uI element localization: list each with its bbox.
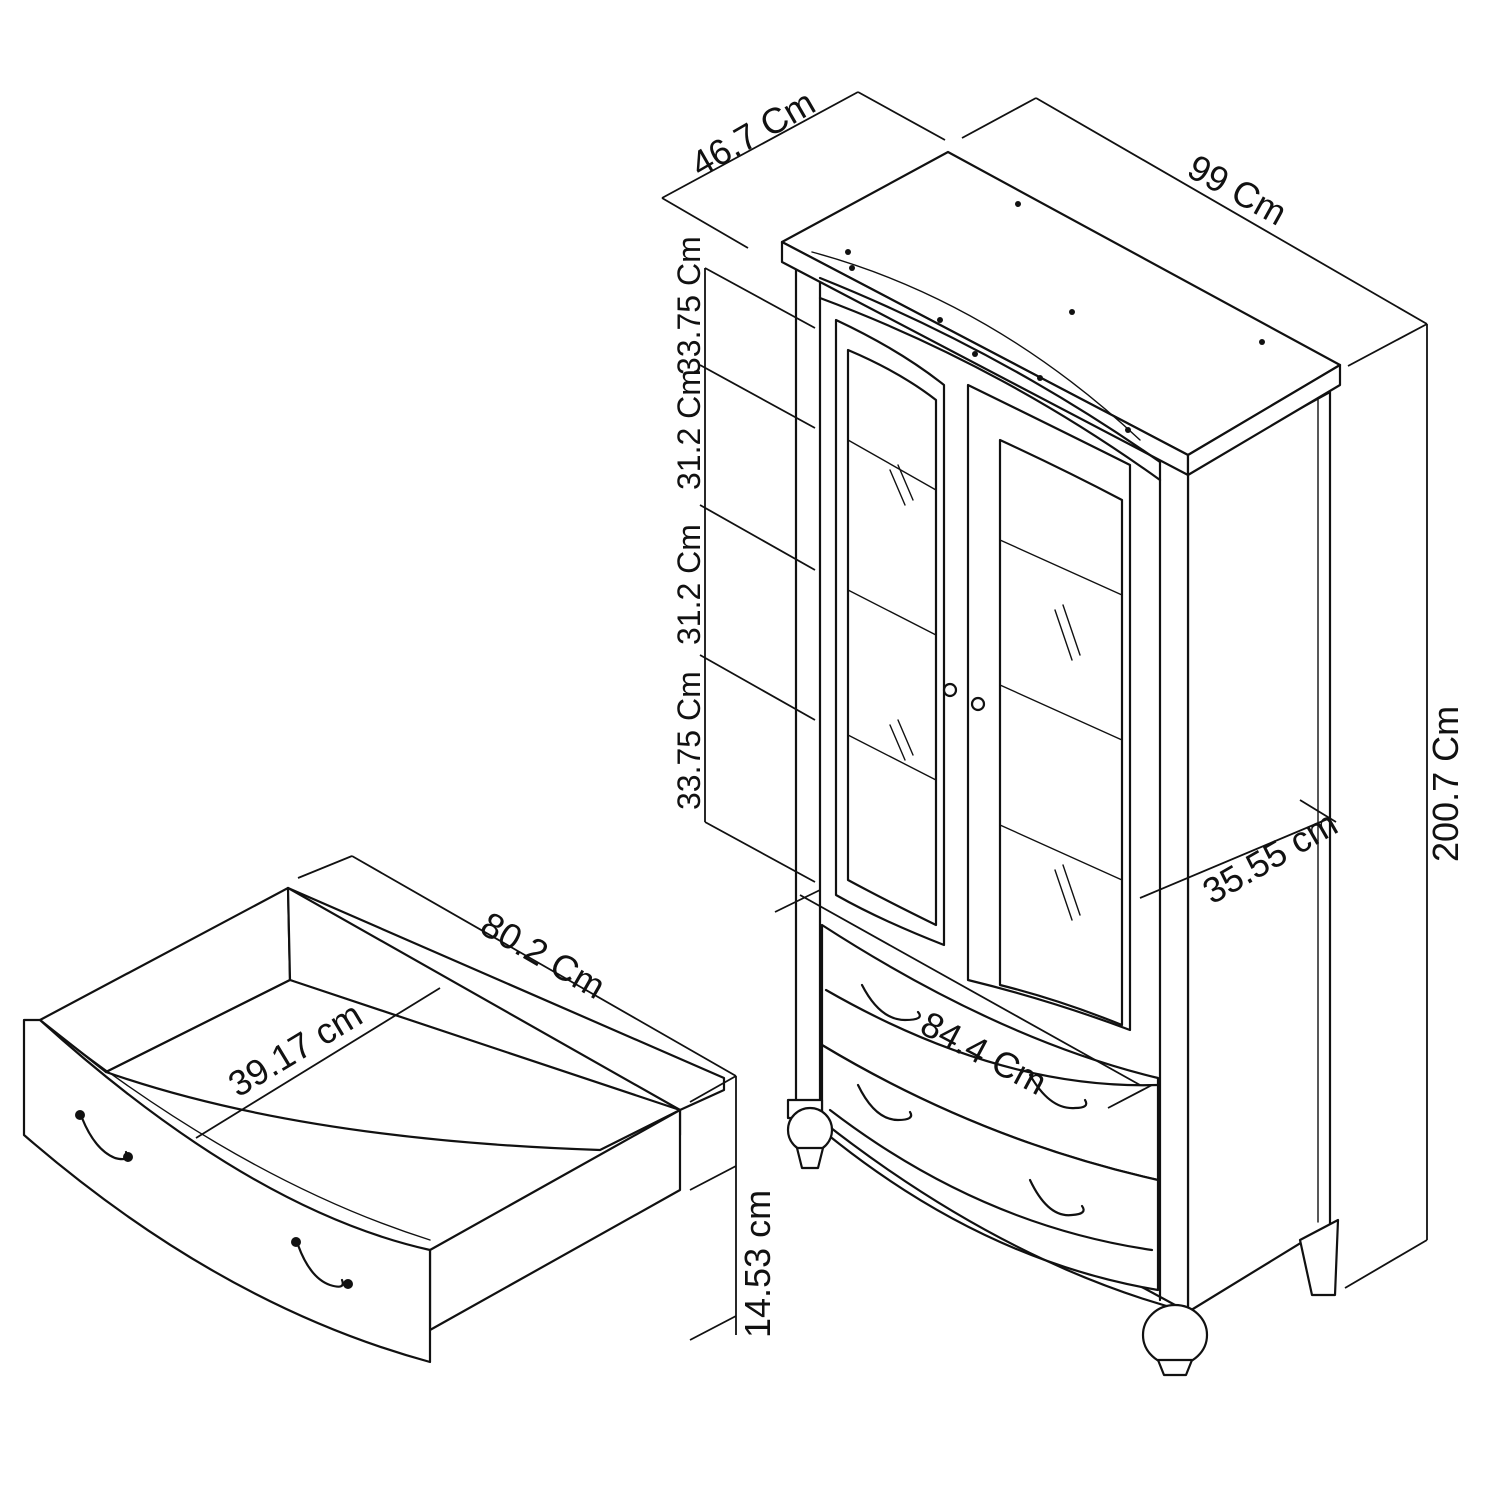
- drawer-front-panel[interactable]: [22, 1018, 432, 1364]
- front-right-foot: [1141, 1303, 1209, 1367]
- drawer-handle-right: [296, 1243, 344, 1288]
- label-depth: 46.7 Cm: [684, 81, 822, 185]
- upper-drawer-handle-left: [860, 983, 921, 1022]
- top-dowel-holes: [845, 201, 1265, 433]
- label-drawer-height: 14.53 cm: [737, 1190, 778, 1338]
- left-door-knob[interactable]: [942, 682, 958, 698]
- cabinet: [780, 150, 1342, 1377]
- drawer-detail: [22, 855, 737, 1364]
- label-width: 99 Cm: [1181, 146, 1294, 233]
- label-shelf-bottom: 33.75 Cm: [671, 671, 707, 810]
- lower-drawer[interactable]: [820, 1043, 1160, 1292]
- left-glass-door[interactable]: [834, 318, 958, 947]
- upper-drawer-handle-right: [1028, 1073, 1088, 1110]
- label-shelf-2: 31.2 Cm: [671, 369, 707, 490]
- lower-drawer-handle-right: [1028, 1178, 1085, 1217]
- label-shelf-top: 33.75 Cm: [671, 236, 707, 375]
- rear-foot: [1298, 1218, 1340, 1297]
- right-door-knob[interactable]: [970, 696, 986, 712]
- drawer-bottom: [104, 978, 682, 1152]
- label-height: 200.7 Cm: [1425, 706, 1466, 862]
- cabinet-dimension-lines: [661, 91, 1428, 1289]
- front-left-foot: [786, 1106, 834, 1154]
- right-glass-door[interactable]: [966, 383, 1132, 1032]
- lower-drawer-handle-left: [856, 1083, 913, 1122]
- label-shelf-3: 31.2 Cm: [671, 524, 707, 645]
